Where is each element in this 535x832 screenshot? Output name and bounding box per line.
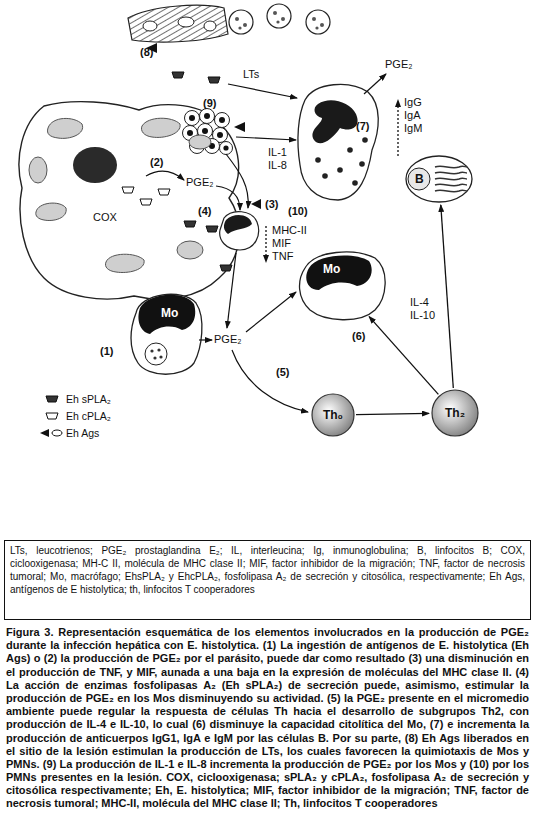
flow-arrow <box>226 154 248 208</box>
connector-arrow <box>369 317 438 395</box>
legend-text: Eh Ags <box>66 427 99 439</box>
flow-arrow <box>364 74 386 94</box>
connector-arrow <box>441 205 454 388</box>
legend-symbol <box>52 430 62 436</box>
annotation-label: IgG IgA IgM <box>404 96 432 135</box>
flow-arrow <box>232 350 308 412</box>
node-text: LTs, leucotrienos; PGE₂ prostaglandina E… <box>4 540 531 600</box>
node-text: Mo <box>323 262 340 276</box>
annotation-label: IL-1 IL-8 <box>268 146 296 172</box>
node-text: Th₂ <box>431 389 479 437</box>
spla2-symbol <box>172 72 184 78</box>
cell-shape: Mo <box>128 288 202 378</box>
node-outline <box>14 98 248 303</box>
callout-number: (1) <box>100 345 113 358</box>
annotation-label: IL-4 IL-10 <box>410 296 440 322</box>
cell-cluster <box>183 109 246 155</box>
cell-circle: Th₂ <box>431 389 479 437</box>
annotation-label: MHC-II MIF TNF <box>272 224 310 263</box>
legend-symbol <box>46 413 58 419</box>
figure-caption: Figura 3. Representación esquemática de … <box>6 626 529 811</box>
node-outline <box>295 248 387 322</box>
legend-text: Eh cPLA₂ <box>66 410 111 422</box>
cell-shape: COX <box>14 98 248 303</box>
node-outline <box>128 288 202 378</box>
cell-granules <box>235 11 324 30</box>
cell-circle: Th₀ <box>311 393 355 437</box>
amoeba-nucleus <box>73 147 117 183</box>
node-text: COX <box>93 210 117 224</box>
callout-number: (7) <box>356 120 369 133</box>
cell-shape: B <box>405 155 473 203</box>
flow-arrow <box>146 171 184 180</box>
callout-number: (8) <box>140 46 153 59</box>
flow-arrow <box>246 292 296 332</box>
node-text: B <box>415 172 424 186</box>
callout-number: (3) <box>265 198 278 211</box>
amoeba-vacuoles <box>29 118 211 272</box>
annotation-label: PGE₂ <box>214 333 242 346</box>
node-text: Mo <box>161 306 178 320</box>
spla2-symbol <box>208 77 220 83</box>
annotation-label: LTs <box>243 68 259 81</box>
callout-number: (9) <box>203 97 216 110</box>
flow-arrow <box>199 339 212 340</box>
legend-entry: Eh Ags <box>66 427 99 439</box>
cpla2-symbols <box>122 187 170 205</box>
connector-arrow <box>356 413 429 414</box>
pmn-cell <box>298 84 378 200</box>
legend-symbol <box>46 396 58 402</box>
legend-entry: Eh sPLA₂ <box>66 393 111 405</box>
flow-arrow <box>236 137 296 140</box>
spla2-symbols <box>184 221 232 271</box>
flow-arrow <box>228 84 297 98</box>
callout-number: (2) <box>150 156 163 169</box>
callout-number: (4) <box>198 205 211 218</box>
node-text: Th₀ <box>311 393 355 437</box>
legend-entry: Eh cPLA₂ <box>66 410 111 422</box>
legend-text: Eh sPLA₂ <box>66 393 111 405</box>
dotted-arrow <box>265 226 266 262</box>
dotted-arrow <box>397 100 398 156</box>
leukocyte-cells <box>229 4 330 34</box>
text-box: LTs, leucotrienos; PGE₂ prostaglandina E… <box>4 540 531 620</box>
small-macrophage <box>220 199 261 250</box>
cell-shape: Mo <box>295 248 387 322</box>
callout-number: (10) <box>288 205 308 218</box>
flow-arrow <box>227 253 236 328</box>
callout-number: (6) <box>352 330 365 343</box>
annotation-label: PGE₂ <box>186 176 214 189</box>
annotation-label: PGE₂ <box>385 58 413 71</box>
legend-symbol <box>40 429 49 437</box>
callout-number: (5) <box>276 366 289 379</box>
tissue-fragment <box>128 5 228 53</box>
flow-arrow <box>216 186 240 210</box>
